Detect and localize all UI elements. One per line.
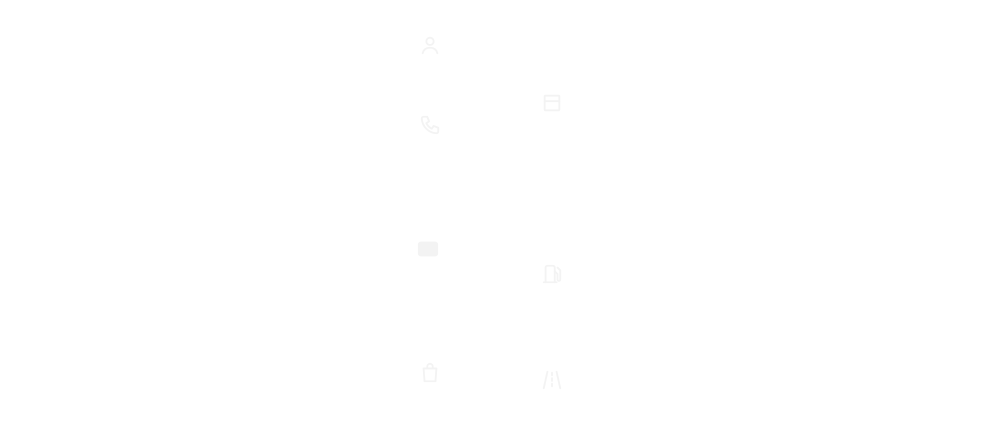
road-icon xyxy=(541,369,563,391)
person-icon xyxy=(419,34,441,56)
phone-icon xyxy=(419,114,441,136)
fuel-pump-icon xyxy=(541,263,563,285)
box-icon xyxy=(541,92,563,114)
card-icon xyxy=(417,238,439,260)
bag-icon xyxy=(419,362,441,384)
